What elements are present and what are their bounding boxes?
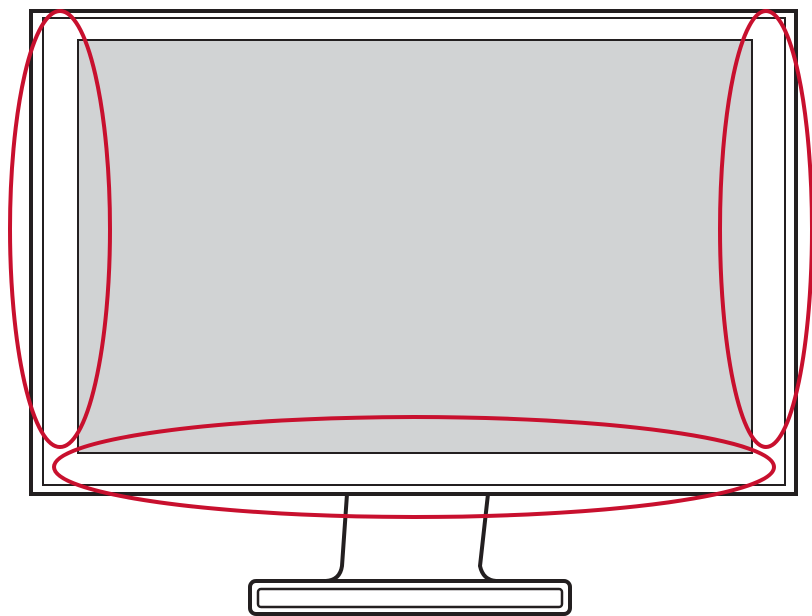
monitor-stand-neck — [326, 494, 496, 581]
monitor-screen — [78, 40, 752, 453]
stand-base-inner — [258, 589, 562, 607]
monitor-stand-base — [250, 581, 570, 614]
